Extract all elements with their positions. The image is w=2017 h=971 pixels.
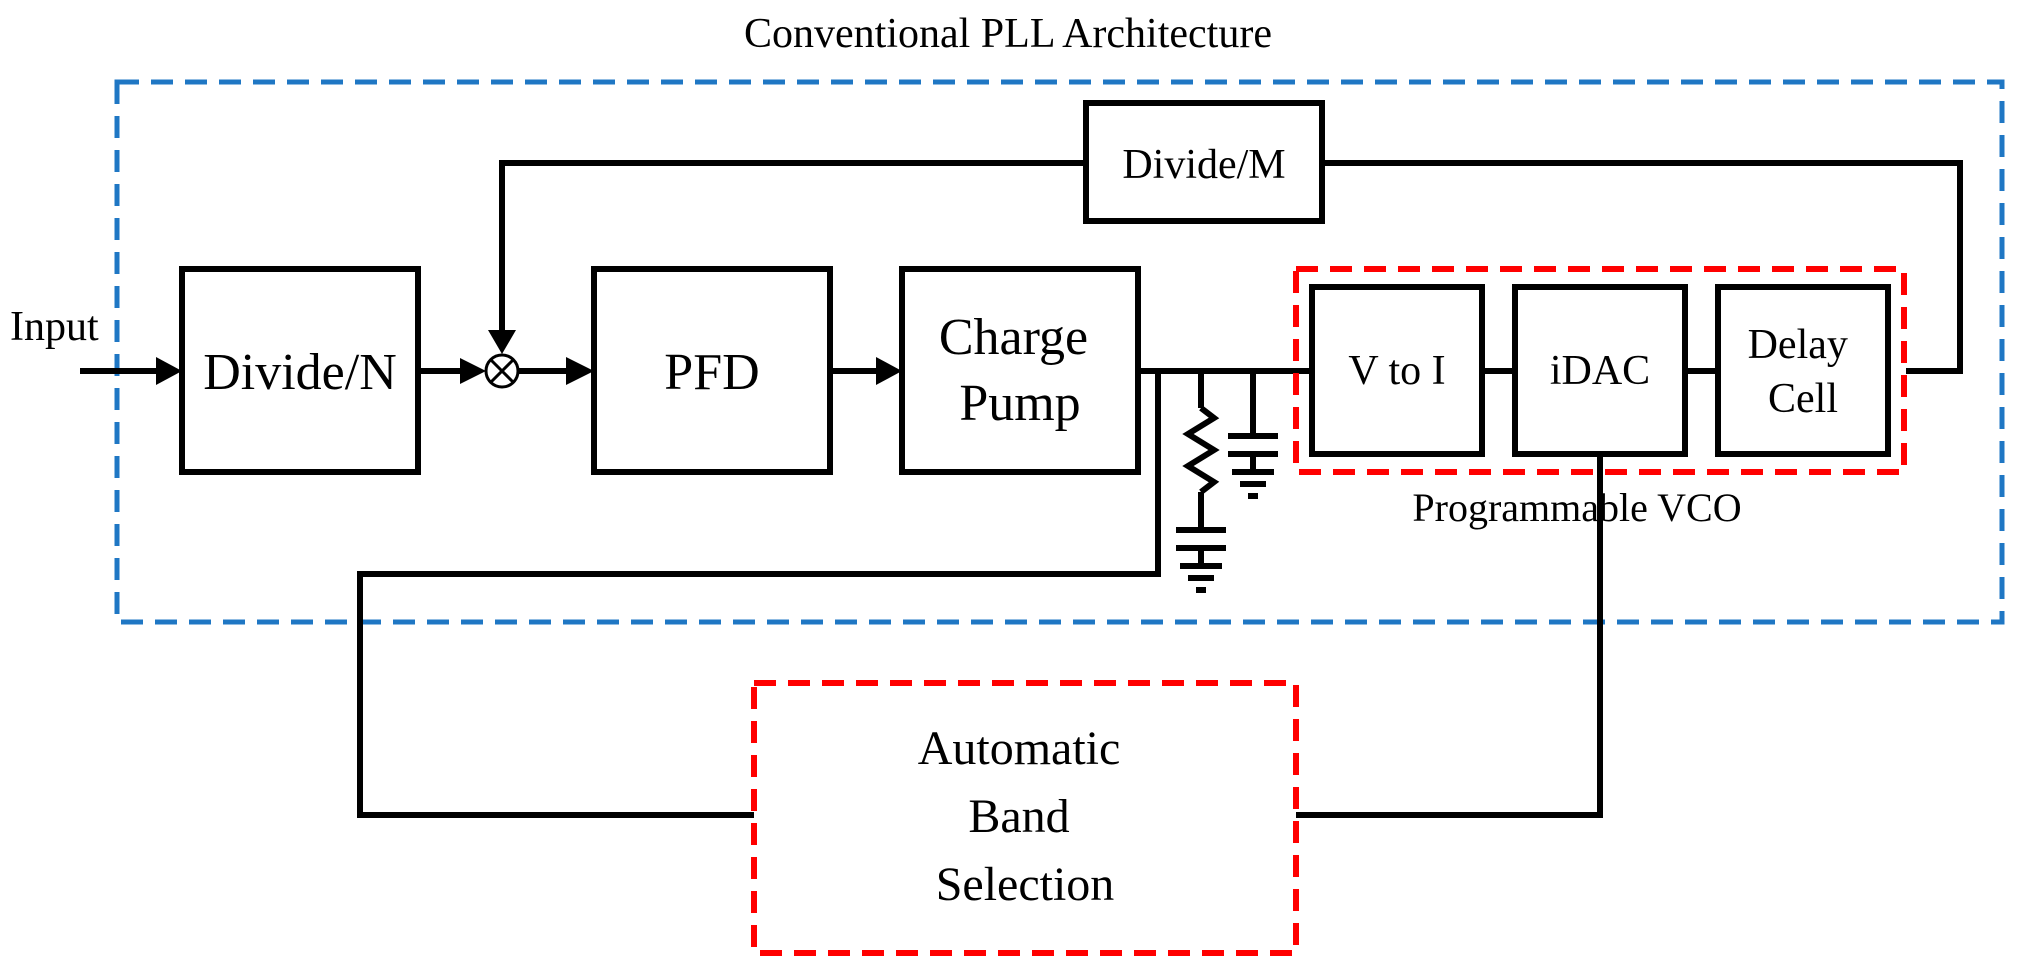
feedback-wire bbox=[499, 160, 1086, 338]
abs-sense-wire bbox=[357, 371, 1161, 818]
mixer-to-pfd-arrowhead bbox=[566, 357, 594, 385]
abs-line-2: Band bbox=[968, 790, 1069, 843]
divide-n-label: Divide/N bbox=[203, 344, 397, 401]
pfd-label: PFD bbox=[664, 344, 759, 401]
delay-cell-line-2: Cell bbox=[1768, 376, 1838, 422]
filter-resistor bbox=[1182, 405, 1220, 495]
charge-pump-line-1: Charge bbox=[939, 309, 1088, 366]
idac-label: iDAC bbox=[1550, 348, 1650, 394]
v-to-i-block bbox=[1309, 284, 1485, 457]
input-arrowhead bbox=[156, 357, 182, 385]
divide-n-block bbox=[179, 266, 421, 475]
pfd-to-cp-arrowhead bbox=[876, 357, 902, 385]
vco-output-wire bbox=[1322, 160, 1963, 374]
mixer-symbol bbox=[484, 353, 520, 389]
divide-m-block bbox=[1083, 100, 1325, 224]
pll-boundary bbox=[114, 79, 2005, 625]
v-to-i-label: V to I bbox=[1348, 348, 1445, 394]
filter-capacitor-shunt bbox=[1228, 433, 1278, 457]
abs-label: Automatic Band Selection bbox=[918, 722, 1133, 911]
filter-capacitor-series bbox=[1176, 527, 1226, 551]
ground-icon bbox=[1232, 454, 1274, 499]
idac-block bbox=[1512, 284, 1688, 457]
vco-label: Programmable VCO bbox=[1412, 485, 1741, 530]
abs-line-3: Selection bbox=[936, 858, 1115, 911]
abs-line-1: Automatic bbox=[918, 722, 1121, 775]
loop-filter bbox=[1176, 371, 1278, 593]
pll-title: Conventional PLL Architecture bbox=[744, 11, 1272, 57]
charge-pump-block bbox=[899, 266, 1141, 475]
feedback-arrowhead bbox=[488, 330, 516, 354]
abs-block bbox=[751, 680, 1299, 956]
input-label: Input bbox=[10, 304, 99, 350]
divn-to-mixer-arrowhead bbox=[460, 358, 486, 384]
delay-cell-line-1: Delay bbox=[1748, 322, 1848, 368]
charge-pump-label: Charge Pump bbox=[939, 309, 1101, 432]
delay-cell-label: Delay Cell bbox=[1748, 322, 1859, 422]
divide-m-label: Divide/M bbox=[1122, 142, 1285, 188]
charge-pump-line-2: Pump bbox=[959, 375, 1080, 432]
delay-cell-block bbox=[1715, 284, 1891, 457]
band-select-wire bbox=[1296, 454, 1603, 818]
ground-icon bbox=[1180, 548, 1222, 593]
